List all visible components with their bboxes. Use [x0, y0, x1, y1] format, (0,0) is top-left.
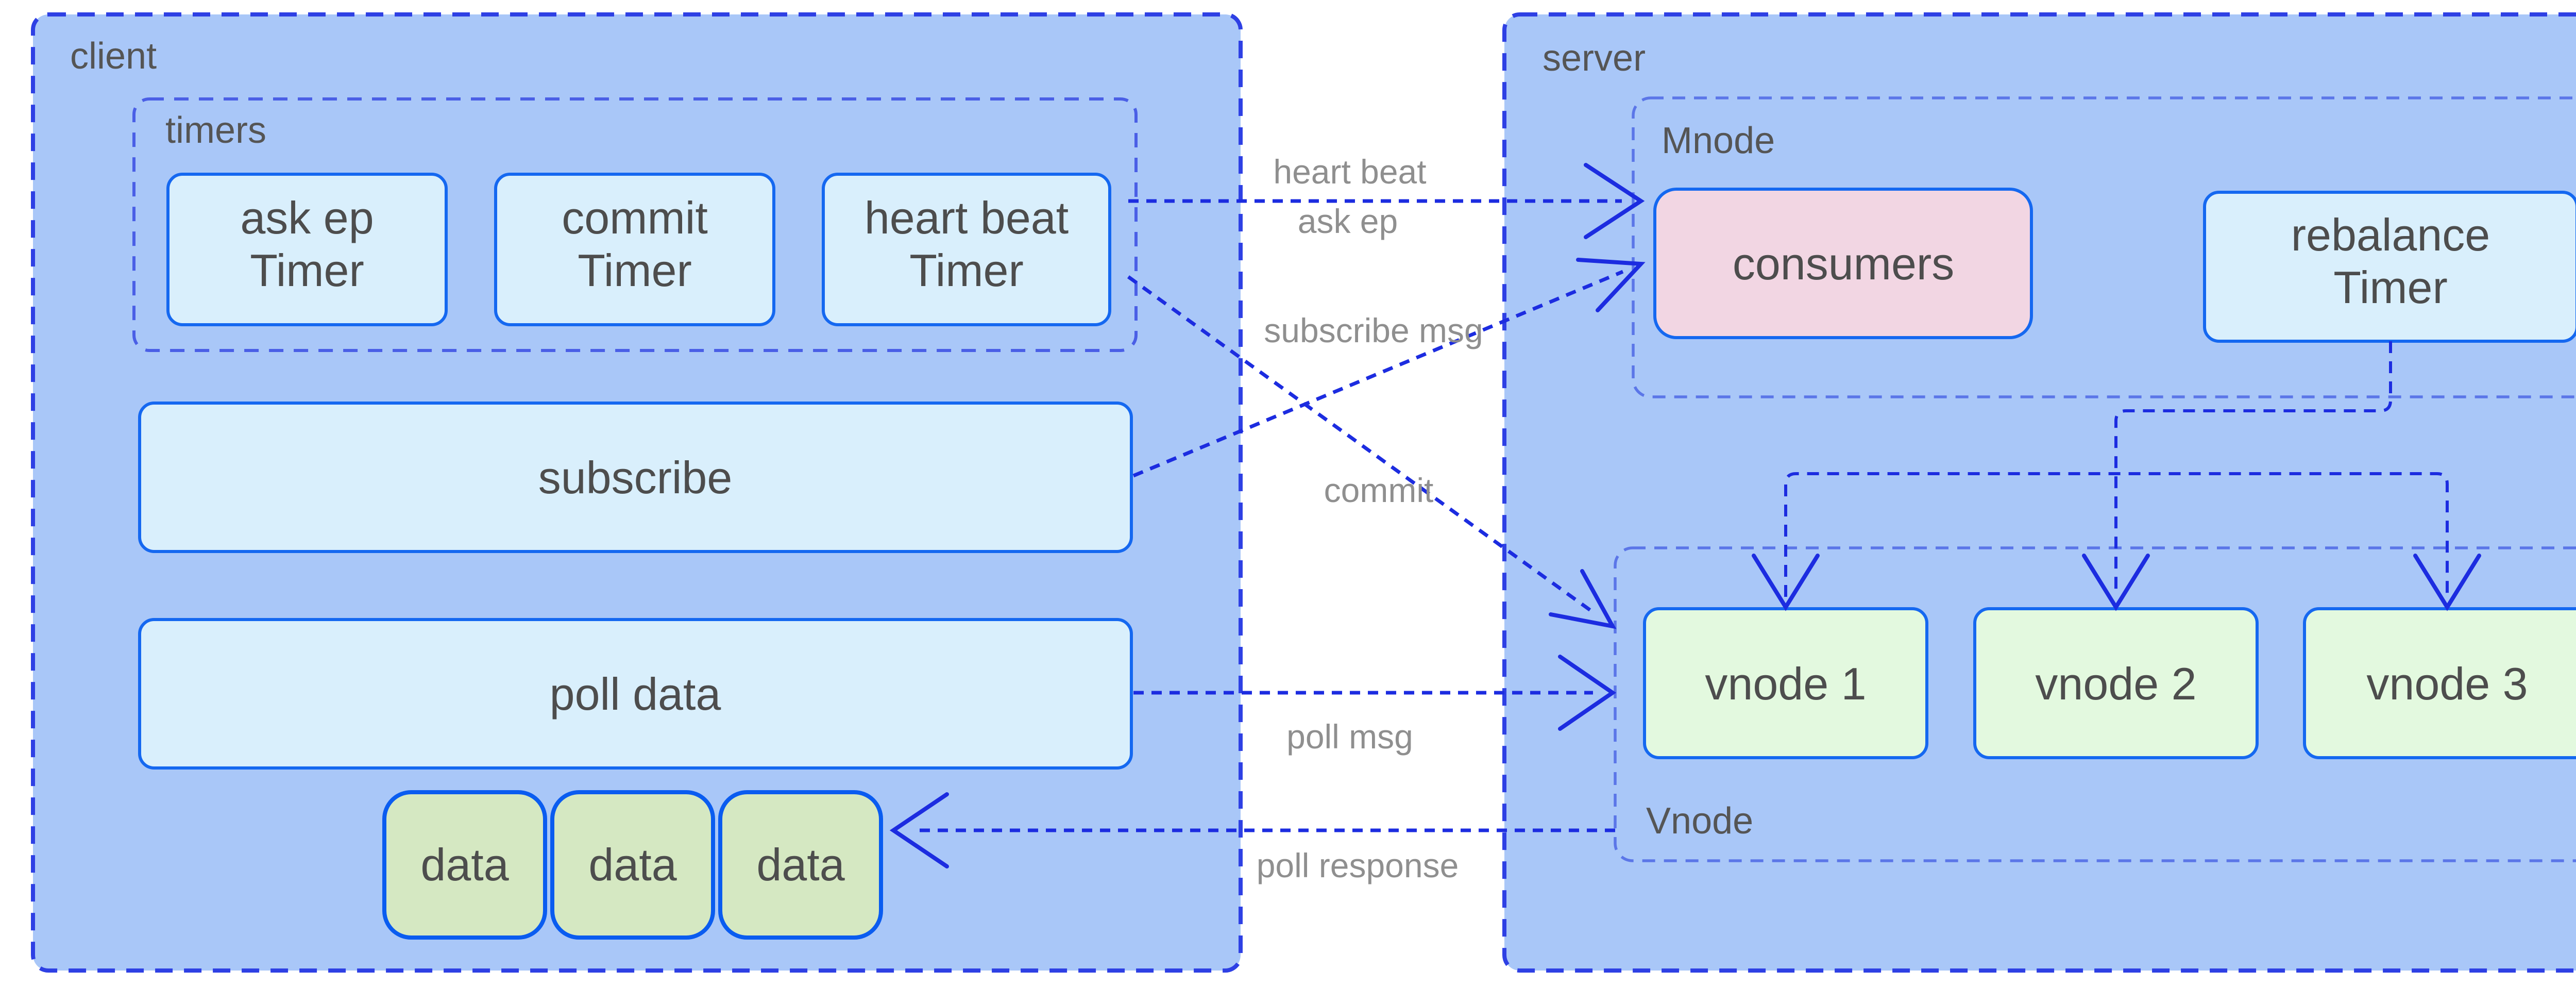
commit-edge-label: commit — [1324, 471, 1434, 509]
rebalance-tree-span-line — [1784, 472, 2449, 597]
ask-ep-timer-label-line1: ask ep — [240, 192, 374, 243]
heart-beat-arrowhead-icon — [1584, 163, 1645, 239]
consumers-box — [1653, 188, 2033, 339]
poll-data-box — [138, 618, 1133, 770]
commit-line — [1127, 275, 1598, 616]
vnode-1-arrowhead-icon — [1752, 554, 1820, 611]
subscribe-box — [138, 402, 1133, 553]
mnode-container — [1632, 96, 2576, 398]
poll-response-edge-label: poll response — [1257, 846, 1459, 884]
data-box-3-label: data — [756, 839, 844, 890]
ask-ep-edge-label: ask ep — [1298, 202, 1398, 240]
data-box-2 — [550, 790, 715, 940]
subscribe-box-label: subscribe — [538, 452, 733, 503]
subscribe-msg-arrowhead-icon — [1576, 258, 1646, 312]
data-box-3 — [718, 790, 883, 940]
rebalance-timer-label-line1: rebalance — [2291, 209, 2490, 260]
poll-response-arrowhead-icon — [889, 792, 949, 868]
subscribe-msg-line — [1132, 270, 1624, 478]
ask-ep-timer-box — [166, 173, 448, 326]
data-box-1-label: data — [420, 839, 509, 890]
ask-ep-timer-label-line2: Timer — [250, 245, 364, 296]
commit-timer-label-line2: Timer — [578, 245, 692, 296]
vnode-2-label: vnode 2 — [2035, 658, 2196, 709]
data-box-1 — [382, 790, 547, 940]
commit-timer-label-line1: commit — [562, 192, 708, 243]
commit-arrowhead-icon — [1549, 569, 1617, 629]
rebalance-tree-trunk-line — [2114, 341, 2392, 597]
poll-msg-arrowhead-icon — [1558, 655, 1617, 731]
poll-msg-edge-label: poll msg — [1286, 717, 1413, 756]
rebalance-timer-label-line2: Timer — [2333, 262, 2448, 313]
heart-beat-edge-label: heart beat — [1273, 153, 1426, 191]
heart-beat-timer-label-line2: Timer — [909, 245, 1024, 296]
server-panel-label: server — [1543, 38, 1646, 79]
mnode-container-label: Mnode — [1662, 120, 1775, 161]
vnode-container — [1614, 546, 2576, 862]
commit-timer-box — [494, 173, 775, 326]
vnode-container-label: Vnode — [1646, 800, 1753, 842]
vnode-2-arrowhead-icon — [2082, 554, 2150, 611]
subscribe-msg-edge-label: subscribe msg — [1264, 311, 1483, 349]
client-panel-label: client — [70, 36, 157, 77]
consumers-box-label: consumers — [1733, 238, 1954, 289]
heart-beat-timer-box — [822, 173, 1111, 326]
data-box-2-label: data — [588, 839, 676, 890]
vnode-1-label: vnode 1 — [1705, 658, 1866, 709]
timers-container-label: timers — [165, 110, 266, 151]
poll-data-box-label: poll data — [550, 669, 721, 720]
vnode-3-arrowhead-icon — [2413, 554, 2481, 611]
vnode-3-label: vnode 3 — [2366, 658, 2528, 709]
heart-beat-timer-label-line1: heart beat — [865, 192, 1069, 243]
